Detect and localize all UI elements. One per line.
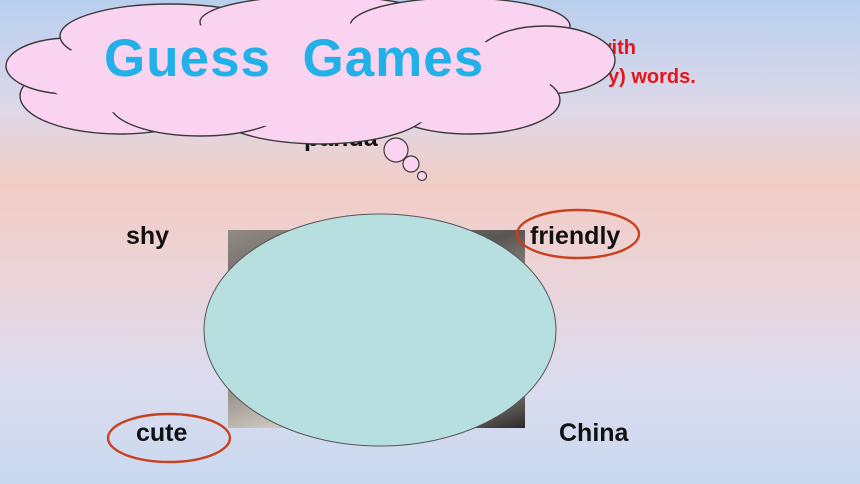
guess-games-title: Guess Games bbox=[104, 29, 485, 88]
word-friendly: friendly bbox=[530, 222, 621, 250]
hidden-picture-cover bbox=[203, 213, 557, 447]
thought-bubble-dots bbox=[383, 137, 428, 182]
cute-circle-marker bbox=[106, 412, 232, 464]
word-shy: shy bbox=[126, 222, 170, 250]
word-china: China bbox=[559, 419, 629, 447]
instruction-line-2: y) words. bbox=[608, 66, 696, 88]
word-cute: cute bbox=[136, 419, 188, 447]
friendly-circle-marker bbox=[515, 208, 641, 260]
thought-cloud-shape bbox=[5, 0, 616, 182]
